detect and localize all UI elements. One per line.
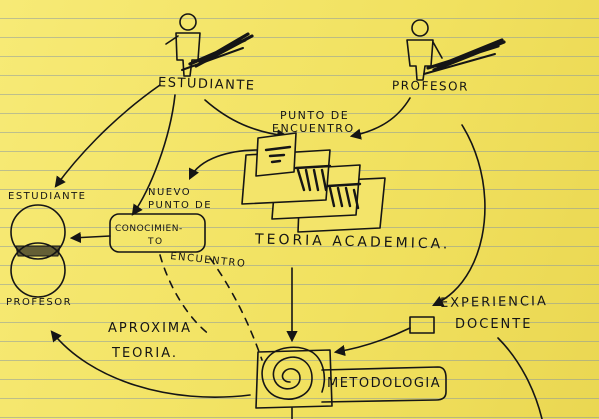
- label-profesor-top: PROFESOR: [391, 78, 470, 94]
- curve-bottom-right: [497, 337, 543, 419]
- label-punto-de-2: PUNTO DE: [148, 200, 213, 211]
- arrow-box-to-venn: [69, 231, 111, 244]
- student-figure-icon: [165, 13, 254, 77]
- label-estudiante-left: ESTUDIANTE: [8, 191, 87, 202]
- spiral-icon: [255, 346, 333, 409]
- label-conocimiento-2: TO: [148, 237, 164, 247]
- label-profesor-left: PROFESOR: [6, 297, 73, 308]
- arrow-professor-to-experiencia: [431, 124, 486, 307]
- dashed-line-box-to-aproxima: [159, 254, 211, 336]
- conocimiento-box: [109, 213, 206, 253]
- arrow-punto-to-nuevo: [188, 149, 259, 181]
- arrow-experiencia-to-metodologia: [333, 327, 411, 357]
- label-estudiante-top: ESTUDIANTE: [157, 75, 256, 94]
- label-conocimiento-1: CONOCIMIEN-: [115, 224, 183, 234]
- arrow-metodologia-to-venn: [50, 330, 251, 398]
- dashed-line-box-to-metodologia: [209, 257, 263, 361]
- venn-circles-icon: [10, 204, 66, 298]
- professor-figure-icon: [406, 19, 506, 81]
- arrow-student-to-punto: [204, 99, 289, 141]
- label-experiencia: EXPERIENCIA: [439, 294, 548, 311]
- label-metodologia: METODOLOGIA: [327, 376, 442, 391]
- documents-stack-icon: [241, 132, 386, 233]
- arrow-student-to-estudiante-left: [54, 84, 161, 188]
- experiencia-box: [409, 316, 435, 334]
- label-encuentro-top: ENCUENTRO: [272, 122, 355, 135]
- arrow-professor-to-punto: [349, 97, 411, 140]
- label-teoria: TEORIA.: [112, 346, 179, 361]
- label-punto-de: PUNTO DE: [280, 109, 350, 122]
- label-aproxima: APROXIMA: [108, 321, 193, 336]
- label-nuevo: NUEVO: [148, 187, 192, 198]
- arrow-student-to-conocimiento: [131, 94, 176, 216]
- label-docente: DOCENTE: [455, 317, 533, 332]
- metodologia-frame: [321, 366, 447, 403]
